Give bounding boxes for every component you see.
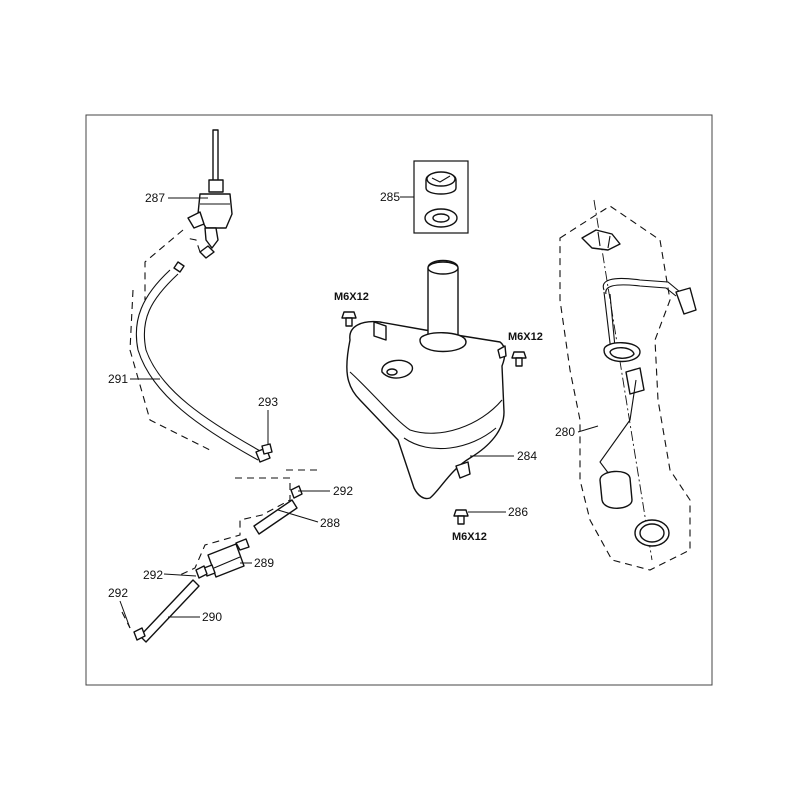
diagram-frame (85, 114, 713, 686)
callout-bolt-top: M6X12 (334, 291, 369, 303)
bolt-m6x12-right (511, 351, 527, 367)
callout-286: 286 (508, 505, 528, 519)
hose-290 (133, 579, 200, 643)
callout-bolt-right: M6X12 (508, 331, 543, 343)
callout-288: 288 (320, 516, 340, 530)
fuel-tank-284 (346, 259, 507, 500)
callout-293: 293 (258, 395, 278, 409)
hose-clip-293 (261, 443, 273, 455)
callout-291: 291 (108, 372, 128, 386)
callout-287: 287 (145, 191, 165, 205)
bolt-m6x12-top (341, 311, 357, 327)
callout-292-top: 292 (333, 484, 353, 498)
fuel-hose-291 (135, 261, 271, 463)
callout-280: 280 (555, 425, 575, 439)
bolt-m6x12-bottom-286 (453, 509, 469, 525)
hose-288 (253, 485, 303, 535)
callout-289: 289 (254, 556, 274, 570)
callout-284: 284 (517, 449, 537, 463)
fuel-filter-289 (203, 538, 250, 578)
fuel-gauge-sender-280 (581, 229, 697, 547)
callout-292-bottom: 292 (108, 586, 128, 600)
fuel-cock-287 (187, 129, 233, 259)
callout-292-mid: 292 (143, 568, 163, 582)
callout-285: 285 (380, 190, 400, 204)
callout-bolt-bottom: M6X12 (452, 531, 487, 543)
sender-outline (559, 205, 691, 571)
hose-clip-292-mid (195, 565, 208, 579)
fuel-cap-285-box (413, 160, 469, 234)
callout-290: 290 (202, 610, 222, 624)
